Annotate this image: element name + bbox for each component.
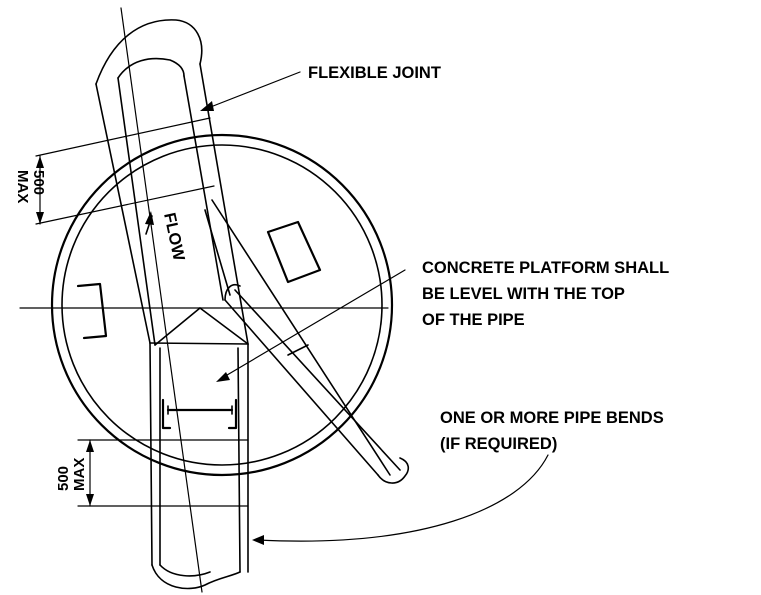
branch-pipe — [204, 199, 410, 484]
bends-label-line2: (IF REQUIRED) — [440, 435, 557, 453]
step-iron-right — [266, 220, 322, 284]
ladder-rung — [161, 398, 238, 430]
flow-arrow — [145, 211, 154, 235]
platform-leader — [216, 269, 406, 382]
platform-label-line3: OF THE PIPE — [422, 311, 525, 329]
upper-dimension-unit: MAX — [14, 170, 31, 203]
lower-dimension-unit: MAX — [71, 458, 88, 491]
upper-dimension-arrow — [36, 155, 44, 225]
lower-pipe — [149, 342, 249, 590]
joint-lines — [35, 117, 249, 507]
bends-label-line1: ONE OR MORE PIPE BENDS — [440, 409, 664, 427]
bends-leader — [252, 454, 549, 545]
flow-label: FLOW — [160, 211, 188, 263]
platform-label-line2: BE LEVEL WITH THE TOP — [422, 285, 625, 303]
lower-dimension-arrow — [86, 439, 94, 507]
lower-dimension-value: 500 — [55, 466, 72, 491]
centre-lines — [19, 7, 389, 593]
step-iron-left — [76, 282, 108, 340]
chamber-outline — [50, 133, 394, 477]
platform-label-line1: CONCRETE PLATFORM SHALL — [422, 259, 669, 277]
upper-dimension-value: 500 — [30, 170, 47, 195]
flexible-joint-label: FLEXIBLE JOINT — [308, 64, 441, 82]
platform-bend — [149, 307, 249, 346]
flexible-joint-leader — [200, 71, 301, 111]
